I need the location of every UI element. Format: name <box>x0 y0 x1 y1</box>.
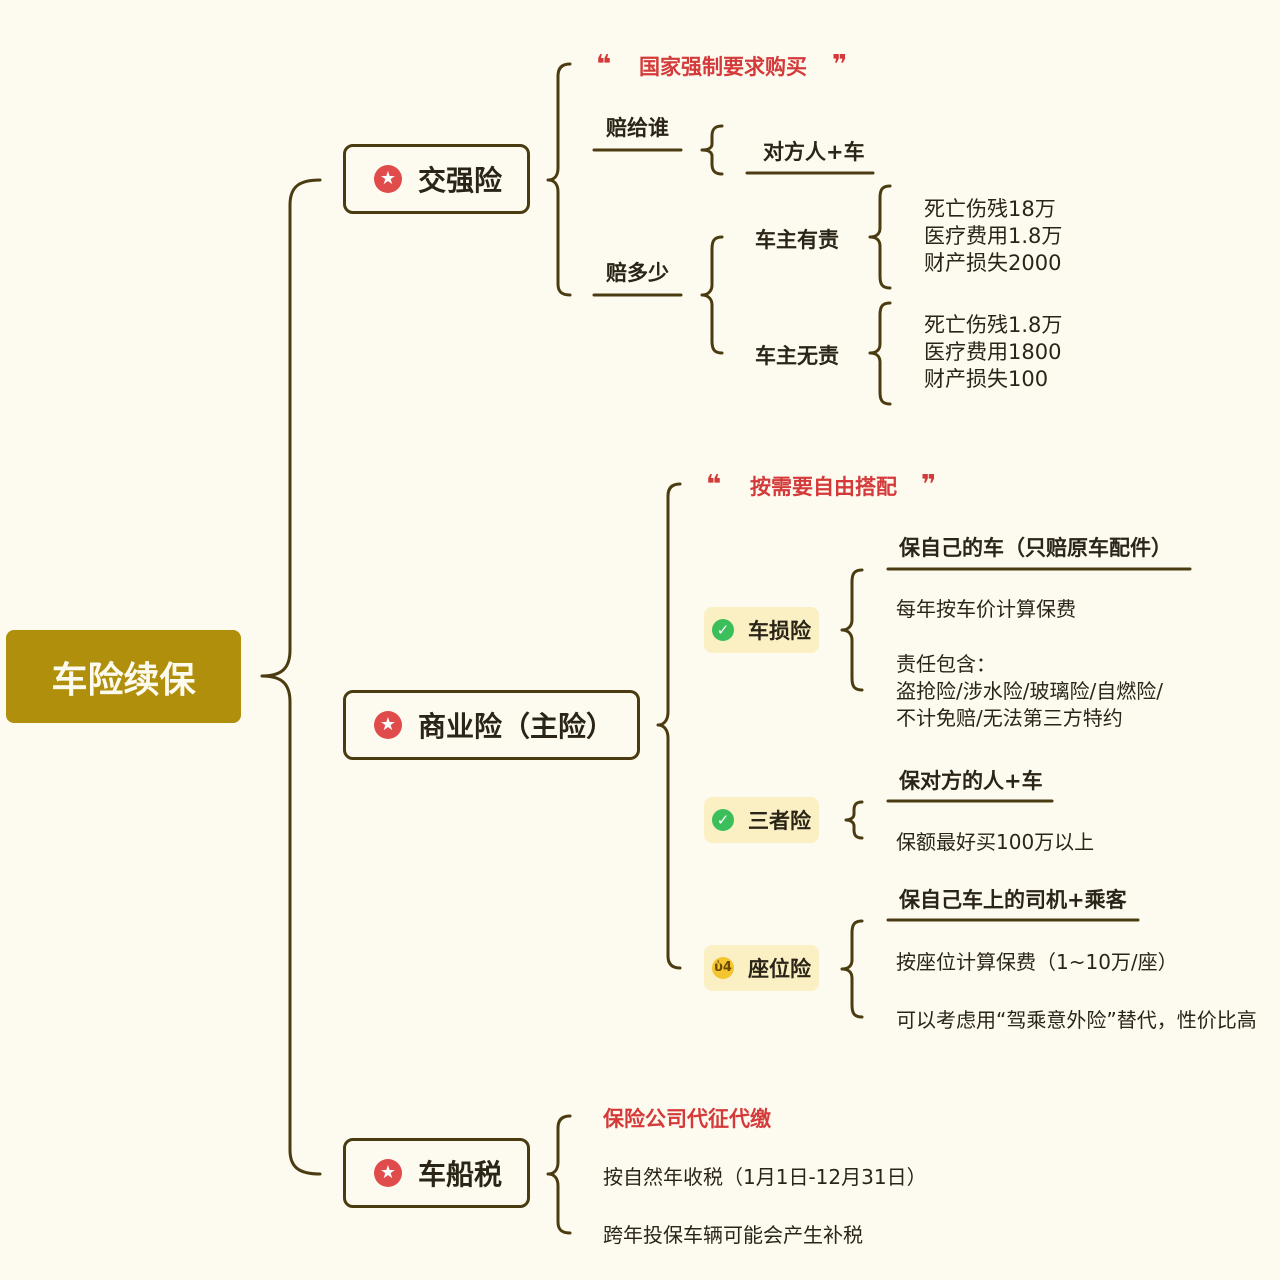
pill-seat[interactable]: ὑ4 座位险 <box>704 945 819 991</box>
who-value: 对方人+车 <box>763 140 865 164</box>
not-liable-line: 财产损失100 <box>924 367 1049 391</box>
seat-brace <box>840 919 864 1019</box>
star-icon: ★ <box>374 711 402 739</box>
seat-line: 按座位计算保费（1~10万/座） <box>896 950 1178 974</box>
coverage-line: 责任包含： <box>896 652 996 676</box>
pill-label: 三者险 <box>748 809 811 833</box>
coverage-line: 盗抢险/涉水险/玻璃险/自燃险/ <box>896 679 1163 703</box>
node-vessel-tax[interactable]: ★ 车船税 <box>343 1138 530 1208</box>
not-liable-line: 医疗费用1800 <box>924 340 1062 364</box>
pill-label: 座位险 <box>748 957 811 981</box>
star-icon: ★ <box>374 1159 402 1187</box>
third-party-brace <box>844 800 864 840</box>
car-damage-coverage: 责任包含： 盗抢险/涉水险/玻璃险/自燃险/ 不计免赔/无法第三方特约 <box>896 651 1163 732</box>
liable-details: 死亡伤残18万 医疗费用1.8万 财产损失2000 <box>924 196 1062 277</box>
who-brace <box>700 124 724 176</box>
coverage-line: 不计免赔/无法第三方特约 <box>896 706 1123 730</box>
open-quote-icon: ❝ <box>706 470 722 500</box>
tax-line: 跨年投保车辆可能会产生补税 <box>603 1223 863 1247</box>
amount-brace <box>700 235 724 355</box>
tax-line-highlight: 保险公司代征代缴 <box>603 1107 771 1131</box>
liable-line: 医疗费用1.8万 <box>924 224 1063 248</box>
star-icon: ★ <box>374 165 402 193</box>
thinking-face-icon: ὑ4 <box>712 957 734 979</box>
pill-third-party[interactable]: ✓ 三者险 <box>704 797 819 843</box>
liable-line: 死亡伤残18万 <box>924 197 1056 221</box>
car-damage-heading: 保自己的车（只赔原车配件） <box>899 536 1172 560</box>
commercial-quote: 按需要自由搭配 <box>750 475 897 499</box>
car-damage-line: 每年按车价计算保费 <box>896 597 1076 621</box>
liable-brace <box>868 184 892 290</box>
not-liable-details: 死亡伤残1.8万 医疗费用1800 财产损失100 <box>924 312 1062 393</box>
pill-car-damage[interactable]: ✓ 车损险 <box>704 607 819 653</box>
seat-heading: 保自己车上的司机+乘客 <box>899 888 1127 912</box>
root-node[interactable]: 车险续保 <box>6 630 241 723</box>
jiaoqiang-brace <box>546 62 572 297</box>
car-damage-brace <box>840 568 864 692</box>
root-brace <box>260 178 322 1176</box>
pill-label: 车损险 <box>748 619 811 643</box>
tax-line: 按自然年收税（1月1日-12月31日） <box>603 1165 927 1189</box>
not-liable-brace <box>868 301 892 406</box>
third-party-heading: 保对方的人+车 <box>899 769 1043 793</box>
check-icon: ✓ <box>712 809 734 831</box>
tax-brace <box>546 1114 572 1235</box>
not-liable-line: 死亡伤残1.8万 <box>924 313 1063 337</box>
close-quote-icon: ❞ <box>832 50 848 80</box>
liable-line: 财产损失2000 <box>924 251 1062 275</box>
open-quote-icon: ❝ <box>596 50 612 80</box>
jiaoqiang-quote: 国家强制要求购买 <box>639 55 807 79</box>
close-quote-icon: ❞ <box>921 470 937 500</box>
who-label: 赔给谁 <box>606 116 669 140</box>
not-liable-label: 车主无责 <box>755 344 839 368</box>
check-icon: ✓ <box>712 619 734 641</box>
liable-label: 车主有责 <box>755 228 839 252</box>
node-label: 商业险（主险） <box>418 710 615 743</box>
commercial-brace <box>656 482 682 970</box>
node-label: 车船税 <box>418 1158 503 1191</box>
node-jiaoqiang[interactable]: ★ 交强险 <box>343 144 530 214</box>
node-commercial[interactable]: ★ 商业险（主险） <box>343 690 640 760</box>
amount-label: 赔多少 <box>606 261 669 285</box>
node-label: 交强险 <box>418 164 503 197</box>
third-party-line: 保额最好买100万以上 <box>896 830 1095 854</box>
seat-line: 可以考虑用“驾乘意外险”替代，性价比高 <box>896 1008 1257 1032</box>
